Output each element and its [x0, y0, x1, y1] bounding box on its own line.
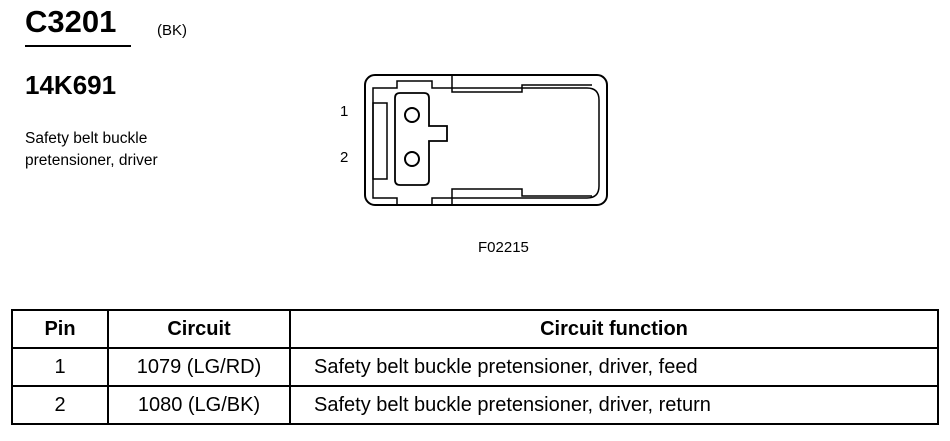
cell-circuit: 1080 (LG/BK)	[107, 385, 291, 425]
component-description: Safety belt buckle pretensioner, driver	[25, 128, 265, 172]
connector-color-code: (BK)	[157, 22, 187, 39]
cell-circuit-function: Safety belt buckle pretensioner, driver,…	[289, 385, 939, 425]
pin-1-cavity	[404, 107, 420, 123]
description-line-1: Safety belt buckle	[25, 130, 148, 147]
connector-id-underline	[25, 45, 131, 47]
header-circuit-function: Circuit function	[289, 309, 939, 349]
cell-circuit: 1079 (LG/RD)	[107, 347, 291, 387]
pinout-table: Pin Circuit Circuit function 1 1079 (LG/…	[11, 309, 939, 425]
header-circuit: Circuit	[107, 309, 291, 349]
bottom-latch-rib	[451, 188, 592, 205]
header-pin: Pin	[11, 309, 109, 349]
table-row: 2 1080 (LG/BK) Safety belt buckle preten…	[11, 385, 939, 425]
connector-id: C3201	[25, 4, 117, 39]
cell-pin: 1	[11, 347, 109, 387]
cell-pin: 2	[11, 385, 109, 425]
cell-circuit-function: Safety belt buckle pretensioner, driver,…	[289, 347, 939, 387]
part-number: 14K691	[25, 70, 117, 100]
connector-face-diagram	[364, 74, 608, 206]
latch-slot	[372, 102, 388, 180]
pin-2-cavity	[404, 151, 420, 167]
pin-label-1: 1	[340, 103, 349, 120]
terminal-cavity-block	[394, 92, 448, 186]
table-row: 1 1079 (LG/RD) Safety belt buckle preten…	[11, 347, 939, 387]
figure-code: F02215	[478, 239, 529, 256]
description-line-2: pretensioner, driver	[25, 152, 158, 169]
table-header-row: Pin Circuit Circuit function	[11, 309, 939, 349]
top-latch-rib	[451, 75, 592, 93]
pin-label-2: 2	[340, 149, 349, 166]
connector-housing	[364, 74, 608, 206]
connector-inner-outline	[372, 80, 600, 206]
